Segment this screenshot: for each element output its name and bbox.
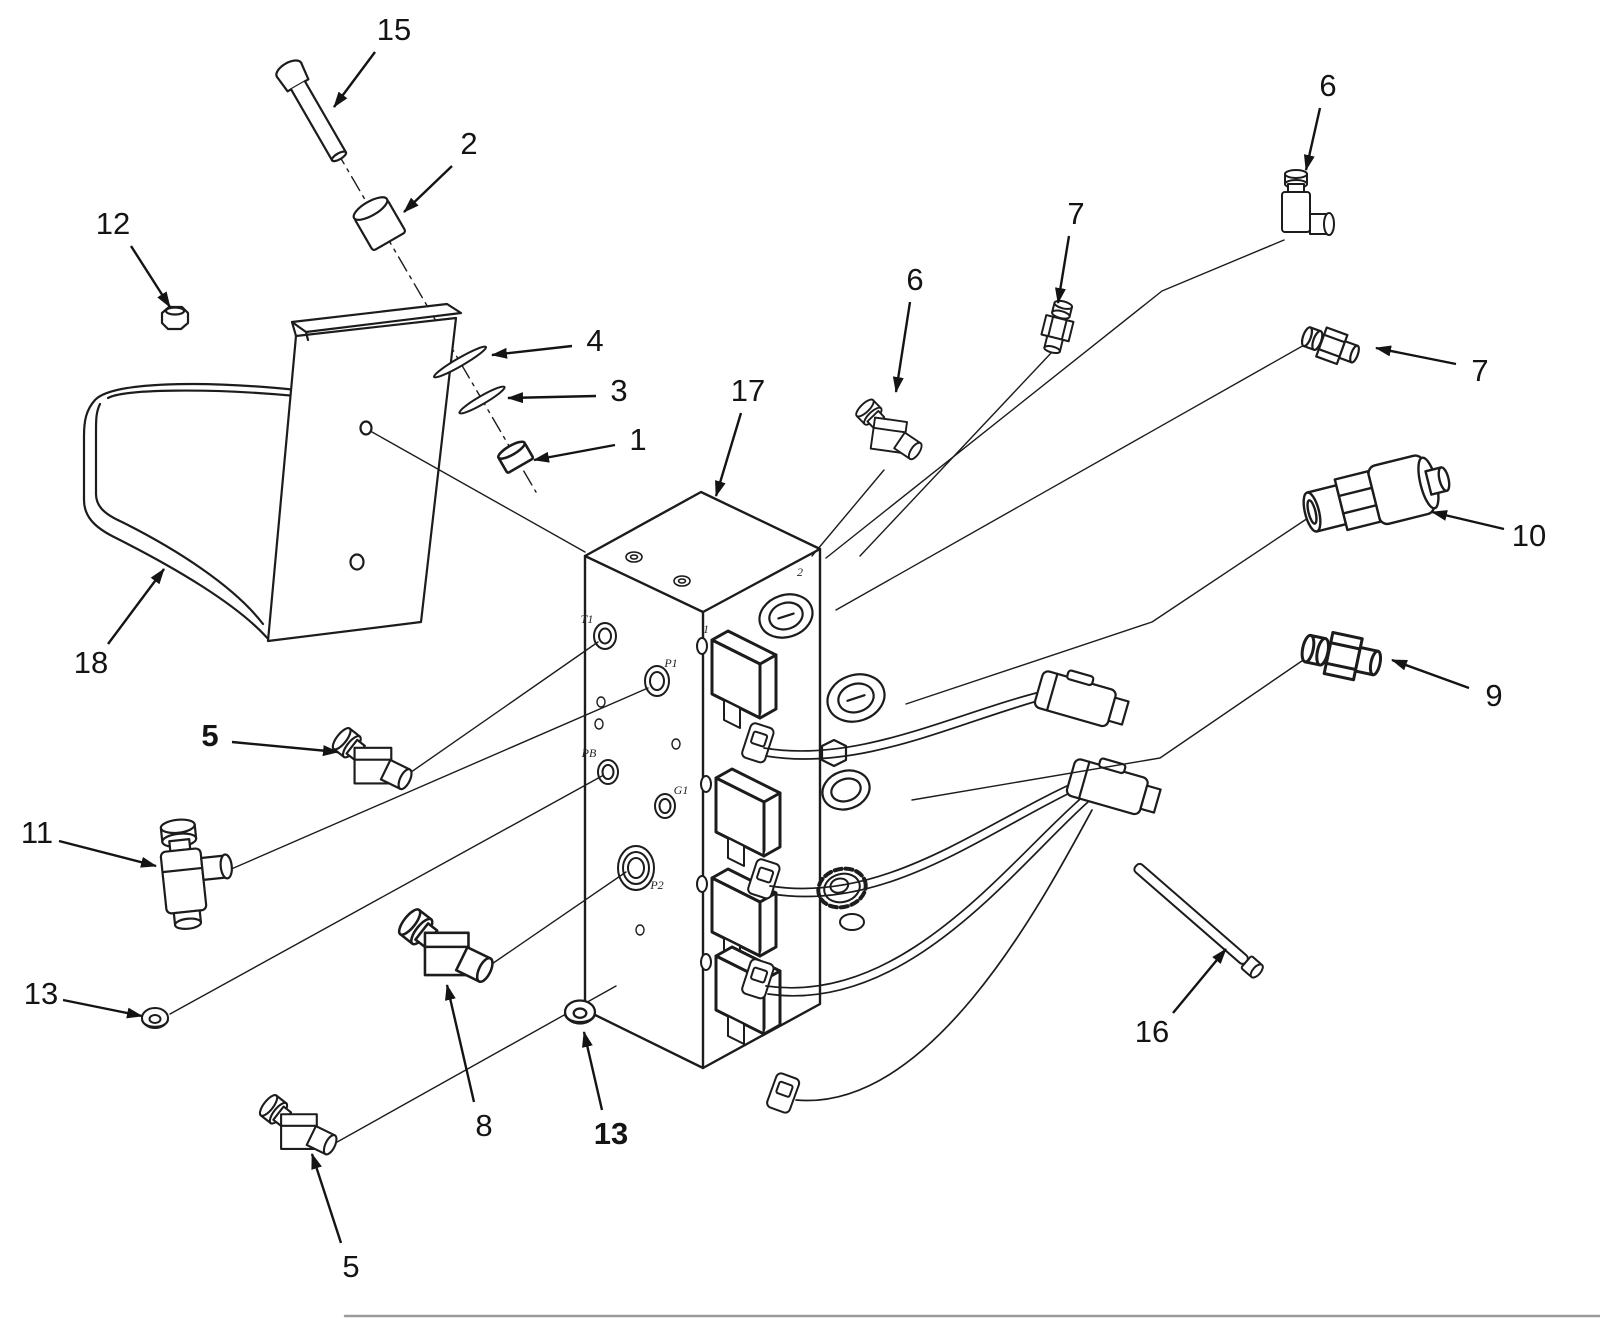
elbow-fitting-6a — [847, 394, 931, 464]
stud-16 — [1133, 862, 1264, 979]
callout-arrow-7 — [1375, 345, 1457, 366]
callout-arrow-6 — [892, 301, 912, 393]
fitting-7b — [1297, 319, 1365, 371]
valve-plug-2 — [747, 858, 781, 900]
spacer-cap — [352, 196, 406, 251]
elbow-fitting-6b — [1281, 169, 1335, 236]
hand-knob — [816, 866, 868, 910]
relief-valve-hex — [820, 738, 848, 768]
mounting-bolt — [275, 59, 348, 163]
valve-plug-1 — [741, 722, 775, 764]
top-face-screws — [625, 551, 691, 587]
port-label-T1: T1 — [581, 612, 594, 626]
callout-number-1: 1 — [629, 422, 646, 457]
callout-arrow-9 — [1391, 658, 1470, 690]
port-label-G1: G1 — [674, 783, 689, 797]
callout-number-6: 6 — [906, 262, 923, 297]
callout-number-4: 4 — [586, 323, 603, 358]
port-label-PB: PB — [581, 746, 597, 760]
callout-number-13: 13 — [24, 976, 58, 1011]
front-face-ports — [593, 622, 681, 936]
valve-plug-3 — [741, 958, 775, 1000]
callout-arrow-1 — [533, 443, 616, 463]
port-label-P2: P2 — [649, 878, 663, 892]
assembly-lines — [169, 239, 1316, 1147]
knob-base — [839, 913, 865, 931]
fitting-7a — [1036, 297, 1079, 357]
lock-nut — [497, 440, 535, 474]
callout-arrow-11 — [58, 839, 157, 868]
washer-a — [432, 345, 488, 379]
bracket-hole-lower — [349, 553, 365, 571]
coil-cap-b — [826, 673, 886, 723]
harness-connector-1 — [1033, 669, 1130, 728]
callout-number-7: 7 — [1471, 353, 1488, 388]
callout-number-5: 5 — [201, 718, 218, 753]
elbow-fitting-8 — [394, 905, 497, 986]
plug-13a — [141, 1007, 169, 1029]
callout-number-16: 16 — [1135, 1014, 1169, 1049]
tee-fitting-11 — [159, 818, 233, 930]
callout-arrow-8 — [445, 984, 476, 1103]
callout-arrow-4 — [491, 344, 573, 359]
solenoid-valve-1 — [696, 629, 778, 729]
callout-arrow-6 — [1303, 107, 1322, 171]
elbow-fitting-5b — [256, 1091, 341, 1158]
callout-arrow-2 — [403, 165, 453, 213]
wire-harness — [763, 689, 1093, 1102]
callout-number-17: 17 — [731, 373, 765, 408]
callout-number-5: 5 — [342, 1249, 359, 1284]
callout-arrow-18 — [107, 568, 165, 645]
callout-number-7: 7 — [1067, 196, 1084, 231]
callout-number-8: 8 — [475, 1108, 492, 1143]
callout-arrow-13 — [62, 998, 143, 1019]
callout-arrow-15 — [333, 51, 376, 108]
callout-arrow-7 — [1055, 235, 1071, 304]
callout-arrow-5 — [231, 740, 339, 757]
callout-number-2: 2 — [460, 126, 477, 161]
fitting-9 — [1296, 625, 1386, 686]
hex-nut — [160, 305, 190, 331]
callout-number-10: 10 — [1512, 518, 1546, 553]
port-label-P1: P1 — [663, 656, 677, 670]
bracket-hole-upper — [359, 420, 373, 436]
callout-arrow-17 — [714, 412, 743, 497]
elbow-fitting-5a — [328, 724, 416, 793]
inline-fitting-10 — [1302, 454, 1451, 533]
callout-arrow-12 — [129, 245, 172, 308]
callout-number-6: 6 — [1319, 68, 1336, 103]
callout-arrow-16 — [1172, 948, 1227, 1014]
callout-number-15: 15 — [377, 12, 411, 47]
callout-number-13: 13 — [594, 1116, 628, 1151]
harness-connector-2 — [1065, 757, 1162, 816]
washer-b — [458, 385, 506, 415]
callout-arrow-3 — [507, 392, 597, 404]
callout-number-9: 9 — [1485, 678, 1502, 713]
callout-number-3: 3 — [610, 373, 627, 408]
solenoid-valve-2 — [700, 767, 782, 867]
callout-number-18: 18 — [74, 645, 108, 680]
callout-arrow-5 — [310, 1153, 343, 1244]
callout-number-11: 11 — [21, 815, 53, 850]
component-label-1: 1 — [703, 622, 709, 636]
coil-cap-c — [821, 769, 871, 811]
component-label-2: 2 — [797, 565, 803, 579]
callout-arrow-13 — [582, 1031, 604, 1111]
coil-cap-a — [758, 593, 814, 639]
plug-13b — [563, 999, 597, 1025]
mounting-bracket — [82, 302, 463, 643]
callout-number-12: 12 — [96, 206, 130, 241]
callout-arrow-10 — [1431, 510, 1505, 531]
valve-plug-4 — [766, 1072, 801, 1114]
